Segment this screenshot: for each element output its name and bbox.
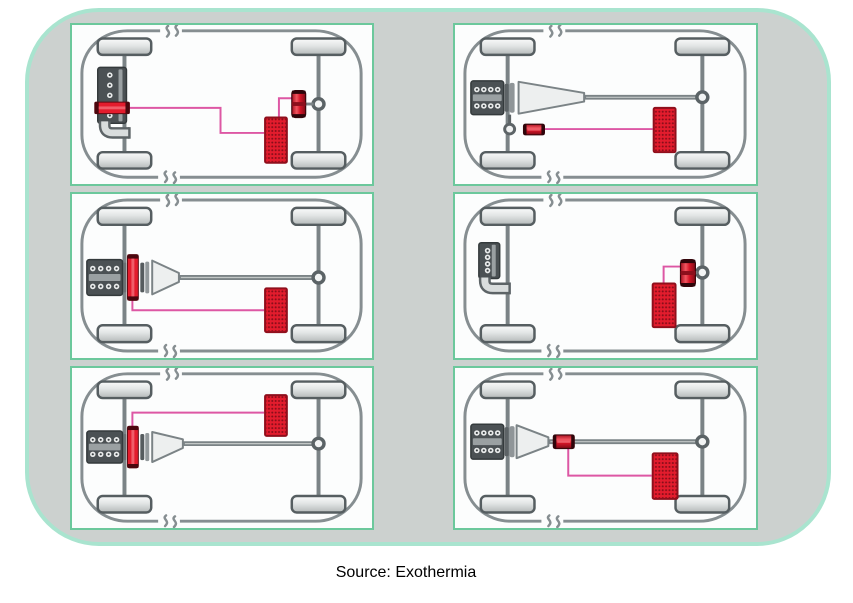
integrated-emotor-band-icon [126, 425, 139, 469]
battery-pack-icon [652, 106, 677, 154]
wheel-rear-bottom [674, 494, 731, 514]
wheel-front-top [96, 380, 153, 400]
body-break-mark-top [543, 25, 566, 38]
wheel-rear-top [674, 380, 731, 400]
wheel-front-bottom [479, 323, 536, 344]
wheel-front-bottom [96, 494, 153, 514]
engine-block-transverse [478, 241, 501, 280]
rear-differential [695, 265, 710, 280]
wheel-front-bottom [96, 150, 153, 170]
panel-middle-left-drawing [80, 194, 363, 358]
wheel-rear-bottom [674, 323, 731, 344]
transmission-cone [151, 259, 180, 296]
car-body-outline [80, 372, 363, 523]
battery-pack-icon [651, 282, 677, 329]
power-cable [277, 97, 292, 117]
panel-middle-right-drawing [463, 194, 747, 358]
panel-top-left [70, 23, 374, 186]
rear-differential [695, 434, 710, 449]
engine-block-longitudinal [86, 258, 150, 297]
wheel-rear-top [674, 37, 731, 57]
battery-pack-icon [264, 394, 288, 437]
wheel-front-top [479, 206, 536, 227]
power-cable [131, 411, 265, 429]
wheel-rear-top [290, 37, 347, 57]
wheel-front-top [96, 206, 153, 227]
panel-bottom-right-drawing [463, 368, 747, 528]
driveline-emotor-icon [552, 434, 575, 450]
battery-pack-icon [264, 116, 288, 164]
panel-bottom-left [70, 366, 374, 530]
panel-middle-right [453, 192, 758, 360]
source-caption: Source: Exothermia [335, 564, 477, 581]
engine-block-longitudinal [86, 430, 150, 464]
wheel-front-bottom [479, 494, 536, 514]
exhaust-elbow-pipe [98, 119, 131, 139]
wheel-rear-top [290, 380, 347, 400]
wheel-front-top [479, 37, 536, 57]
belt-starter-generator-icon [503, 114, 517, 136]
engine-block-longitudinal [470, 423, 515, 460]
engine-block-transverse [97, 66, 128, 125]
bsg-motor-cylinder-icon [522, 123, 546, 136]
body-break-mark-bottom [158, 343, 180, 358]
body-break-mark-bottom [541, 514, 564, 528]
panel-top-right [453, 23, 758, 186]
rear-differential [695, 90, 710, 105]
rear-differential [311, 436, 326, 451]
wheel-rear-bottom [290, 150, 347, 170]
body-break-mark-bottom [541, 343, 564, 358]
battery-pack-icon [651, 452, 679, 500]
wheel-front-top [479, 380, 536, 400]
transmission-cone [151, 431, 184, 464]
wheel-front-bottom [96, 323, 153, 344]
wheel-rear-bottom [290, 323, 347, 344]
exhaust-elbow-pipe [478, 274, 511, 295]
rear-axle-electric-motor-icon [679, 259, 698, 288]
body-break-mark-top [160, 368, 182, 381]
wheel-rear-top [290, 206, 347, 227]
wheel-front-bottom [479, 150, 536, 170]
transmission-cone [515, 424, 550, 460]
panel-bottom-left-drawing [80, 368, 363, 528]
power-cable [131, 299, 265, 312]
panel-middle-left [70, 192, 374, 360]
car-body-outline [80, 29, 363, 179]
power-cable [128, 106, 265, 134]
panel-bottom-right [453, 366, 758, 530]
crank-emotor-band-icon [94, 101, 130, 115]
power-cable [567, 448, 652, 477]
rear-axle-electric-motor-icon [291, 89, 314, 119]
body-break-mark-top [543, 194, 566, 208]
panel-top-right-drawing [463, 25, 747, 184]
body-break-mark-bottom [541, 170, 564, 184]
wheel-front-top [96, 37, 153, 57]
wheel-rear-top [674, 206, 731, 227]
integrated-emotor-band-icon [126, 254, 139, 301]
rear-differential [311, 97, 326, 112]
power-cable [662, 265, 681, 283]
wheel-rear-bottom [674, 150, 731, 170]
panel-top-left-drawing [80, 25, 363, 184]
body-break-mark-bottom [158, 514, 180, 528]
rear-differential [311, 270, 326, 285]
body-break-mark-top [543, 368, 566, 381]
body-break-mark-top [160, 25, 182, 38]
engine-block-longitudinal [470, 80, 515, 116]
body-break-mark-bottom [158, 170, 180, 184]
wheel-rear-bottom [290, 494, 347, 514]
transmission-cone [517, 80, 586, 115]
body-break-mark-top [160, 194, 182, 208]
battery-pack-icon [264, 287, 288, 334]
